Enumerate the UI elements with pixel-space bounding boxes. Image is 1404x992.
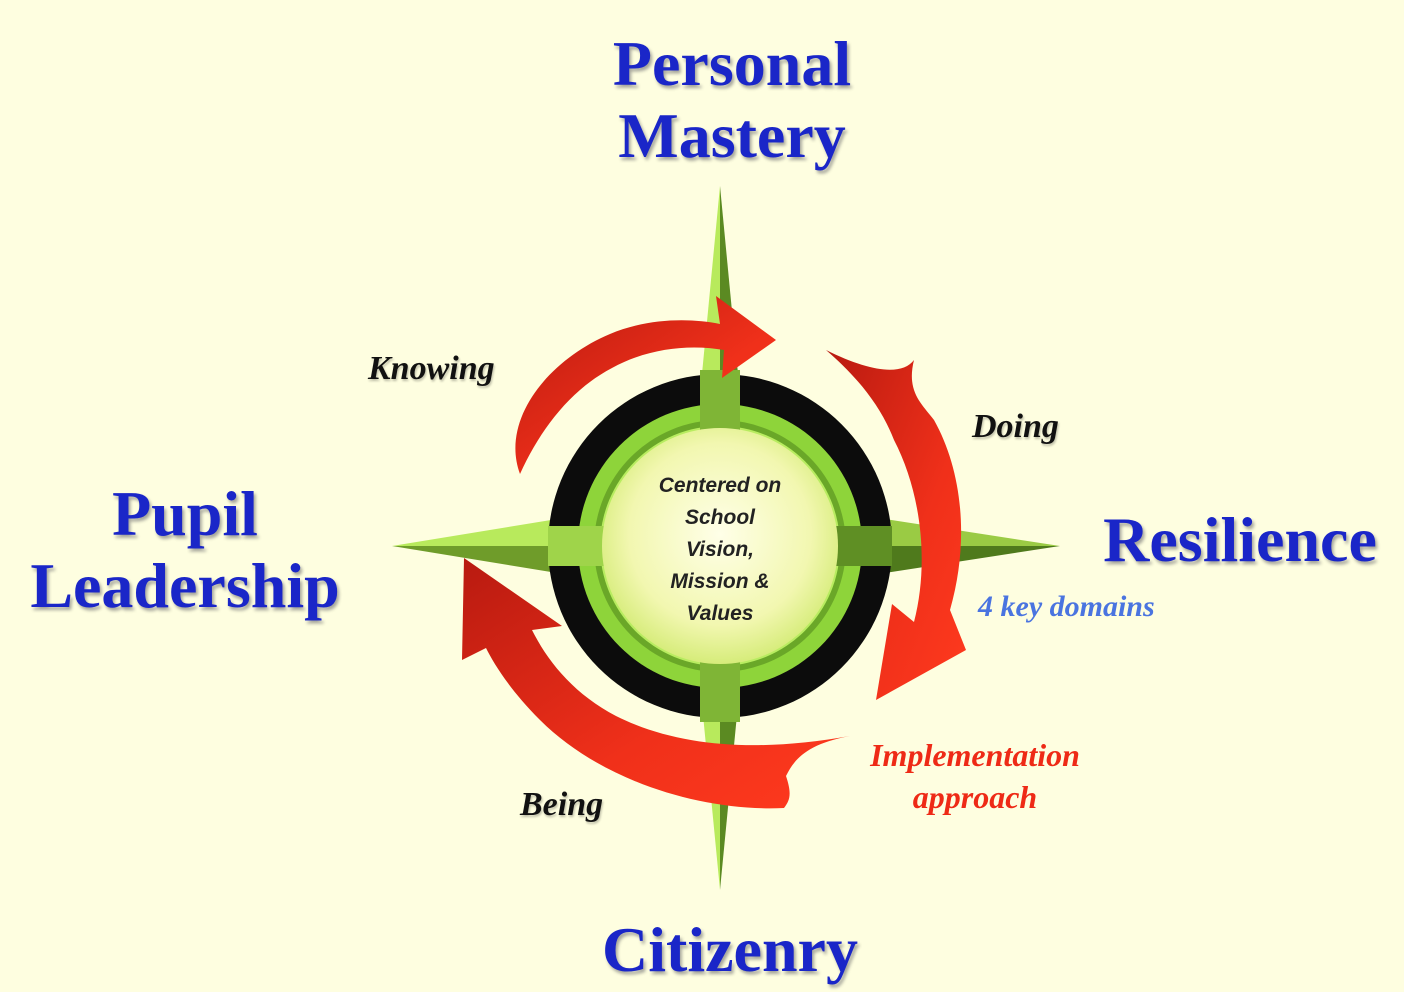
implementation-line-2: approach — [912, 779, 1038, 815]
arm-south — [700, 650, 740, 722]
center-line-5: Values — [686, 602, 754, 625]
center-line-3: Vision, — [685, 538, 755, 561]
implementation-approach-label: Implementation approach — [820, 734, 1130, 818]
arm-west — [548, 526, 612, 566]
cycle-arrows — [462, 296, 966, 809]
arm-east — [828, 526, 892, 566]
arm-north — [700, 370, 740, 440]
stage-being-label: Being — [520, 786, 604, 823]
domain-personal-mastery: Personal Mastery — [532, 28, 932, 172]
center-statement: Centered on School Vision, Mission & Val… — [632, 470, 808, 630]
center-line-4: Mission & — [670, 570, 770, 593]
domain-resilience: Resilience — [1090, 504, 1390, 576]
arrow-knowing — [515, 296, 776, 474]
domain-personal-mastery-line-2: Mastery — [618, 100, 846, 171]
center-disc — [602, 428, 838, 664]
center-line-2: School — [684, 506, 755, 529]
implementation-line-1: Implementation — [870, 737, 1080, 773]
compass-arms — [548, 370, 892, 722]
domain-pupil-leadership-line-2: Leadership — [30, 550, 340, 621]
domain-pupil-leadership: Pupil Leadership — [20, 478, 350, 622]
domain-citizenry: Citizenry — [540, 914, 920, 986]
domain-citizenry-label: Citizenry — [602, 914, 858, 985]
arrow-being — [462, 558, 850, 809]
domain-resilience-label: Resilience — [1103, 504, 1377, 575]
center-line-1: Centered on — [658, 474, 782, 497]
stage-doing-label: Doing — [972, 408, 1059, 445]
key-domains-label: 4 key domains — [978, 590, 1155, 623]
domain-pupil-leadership-line-1: Pupil — [112, 478, 258, 549]
arrow-doing — [826, 350, 966, 700]
stage-knowing-label: Knowing — [368, 350, 495, 387]
domain-personal-mastery-line-1: Personal — [612, 28, 852, 99]
